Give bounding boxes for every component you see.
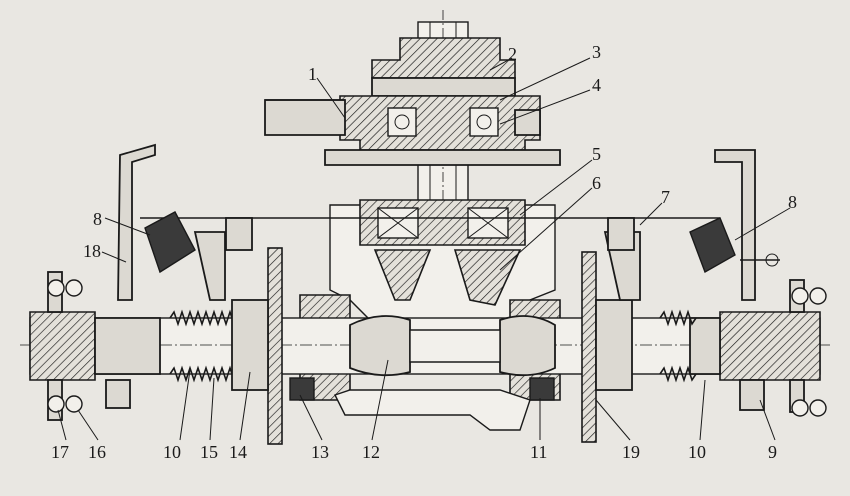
callout-5: 5 <box>592 144 601 164</box>
callout-6: 6 <box>592 173 601 193</box>
springs <box>169 309 697 383</box>
callout-11: 11 <box>530 442 547 462</box>
callout-labels: 1 2 3 4 5 6 7 8 8 18 17 16 10 15 14 13 1… <box>51 42 797 462</box>
callout-14: 14 <box>229 442 247 462</box>
callout-10-right: 10 <box>688 442 706 462</box>
horizontal-axle <box>20 311 830 381</box>
bearings <box>289 377 555 401</box>
callout-17: 17 <box>51 442 69 462</box>
callout-4: 4 <box>592 75 601 95</box>
callout-16: 16 <box>88 442 106 462</box>
callout-13: 13 <box>311 442 329 462</box>
callout-7: 7 <box>661 187 670 207</box>
callout-10-left: 10 <box>163 442 181 462</box>
brake-discs <box>231 247 633 445</box>
callout-8-right: 8 <box>788 192 797 212</box>
mounting-bracket <box>264 99 541 136</box>
leader-lines <box>57 57 791 441</box>
callout-12: 12 <box>362 442 380 462</box>
callout-1: 1 <box>308 64 317 84</box>
callout-8-left: 8 <box>93 209 102 229</box>
callout-9: 9 <box>768 442 777 462</box>
callout-2: 2 <box>508 44 517 64</box>
callout-19: 19 <box>622 442 640 462</box>
callout-3: 3 <box>592 42 601 62</box>
callout-18: 18 <box>83 241 101 261</box>
callout-15: 15 <box>200 442 218 462</box>
actuators <box>117 143 780 301</box>
upper-housing <box>324 37 561 166</box>
bevel-gear-housing <box>329 199 556 331</box>
